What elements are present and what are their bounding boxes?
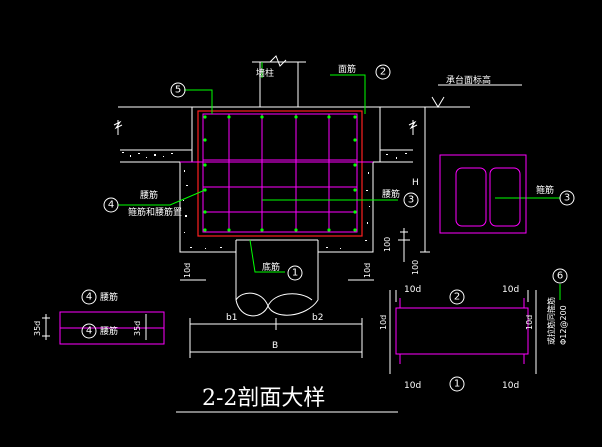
callout-3: 3	[403, 192, 419, 208]
label-10d-top-left: 10d	[404, 285, 421, 295]
label-detail-waist-1: 腰筋	[100, 291, 118, 303]
callout-2d-text: 2	[454, 292, 460, 303]
label-10d-bottom-right: 10d	[502, 381, 519, 391]
label-tie-spec: Φ12@200	[559, 305, 568, 345]
label-side-bar: 腰筋	[382, 188, 400, 200]
label-tie-note: 或拉筋同箍筋	[546, 297, 556, 345]
label-35d-right: 35d	[133, 321, 142, 336]
rebar-grid	[180, 113, 373, 233]
label-35d-left: 35d	[33, 321, 42, 336]
label-waist-bar: 腰筋	[140, 189, 158, 201]
pile	[235, 239, 319, 317]
stirrup-detail	[439, 154, 527, 234]
callout-1-detail: 1	[449, 376, 465, 392]
label-stirrup: 箍筋	[536, 184, 554, 196]
label-dim-100-b: 100	[411, 260, 420, 275]
callout-4b-text: 4	[86, 326, 92, 337]
label-dim-100-a: 100	[383, 237, 392, 252]
callout-2: 2	[375, 64, 391, 80]
level-marker	[380, 84, 522, 108]
callout-2-text: 2	[380, 67, 386, 78]
leaders	[118, 62, 561, 300]
callout-4-detail-b: 4	[81, 323, 97, 339]
cap-outline	[179, 106, 381, 253]
callout-1d-text: 1	[454, 379, 460, 390]
callout-4-text: 4	[108, 200, 114, 211]
label-b-left: b1	[226, 313, 237, 323]
tie-detail	[395, 298, 529, 364]
callout-6: 6	[552, 268, 568, 284]
label-cap-top: 承台面标高	[446, 74, 491, 86]
callout-4a-text: 4	[86, 292, 92, 303]
callout-4-detail-a: 4	[81, 289, 97, 305]
rebar-dots	[203, 115, 357, 232]
rebar-cage-outline	[197, 110, 363, 237]
label-h-dim: H	[412, 178, 419, 188]
callout-3-text: 3	[408, 195, 414, 206]
cap-hatch	[183, 170, 370, 249]
label-10d-bottom-left: 10d	[404, 381, 421, 391]
label-column: 墙柱	[256, 67, 274, 79]
slab-hatch	[122, 152, 407, 159]
callout-1: 1	[287, 265, 303, 281]
drawing-title: 2-2剖面大样	[202, 386, 325, 411]
label-top-bar: 面筋	[338, 63, 356, 75]
label-b-right: b2	[312, 313, 323, 323]
tie-detail-frame	[389, 290, 537, 374]
dimension-h	[398, 107, 430, 262]
callout-5: 5	[170, 82, 186, 98]
label-10d-side-left: 10d	[379, 315, 388, 330]
label-b-total: B	[272, 341, 278, 351]
callout-4: 4	[103, 197, 119, 213]
dimension-b	[180, 279, 374, 358]
callout-5-text: 5	[175, 85, 181, 96]
label-10d-right: 10d	[363, 263, 372, 278]
label-10d-top-right: 10d	[502, 285, 519, 295]
callout-1-text: 1	[292, 268, 298, 279]
waist-detail	[59, 311, 165, 345]
label-bottom-bar: 底筋	[262, 261, 280, 273]
slab	[120, 149, 413, 163]
callout-6-text: 6	[557, 271, 563, 282]
callout-2-detail: 2	[449, 289, 465, 305]
callout-3b: 3	[559, 190, 575, 206]
label-waist-note: 箍筋和腰筋置	[128, 206, 182, 218]
column-stub	[252, 55, 306, 107]
waist-detail-dim	[42, 314, 147, 340]
label-10d-side-right: 10d	[525, 315, 534, 330]
label-10d-left: 10d	[183, 263, 192, 278]
label-detail-waist-2: 腰筋	[100, 325, 118, 337]
callout-3b-text: 3	[564, 193, 570, 204]
